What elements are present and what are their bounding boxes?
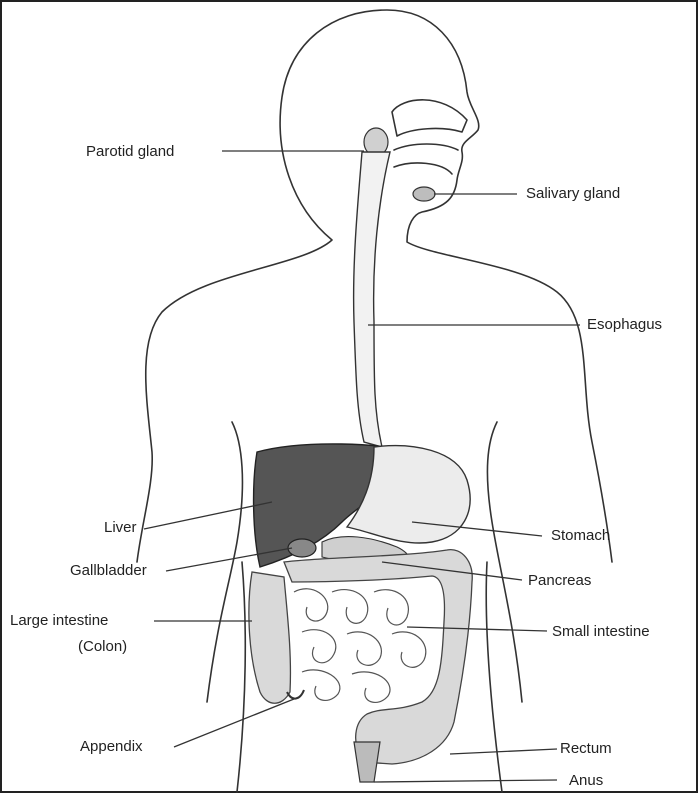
right-arm-inner (487, 422, 522, 702)
salivary-gland-shape (413, 187, 435, 201)
large-intestine-shape (249, 550, 472, 764)
label-appendix: Appendix (80, 738, 143, 756)
label-parotid-gland: Parotid gland (86, 143, 174, 161)
label-rectum: Rectum (560, 740, 612, 758)
gallbladder-shape (288, 539, 316, 557)
esophagus-tube (354, 152, 390, 447)
label-esophagus: Esophagus (587, 316, 662, 334)
label-pancreas: Pancreas (528, 572, 591, 590)
label-salivary-gland: Salivary gland (526, 185, 620, 203)
torso-left-lower (237, 562, 245, 792)
label-gallbladder: Gallbladder (70, 562, 147, 580)
nasal-cavity (392, 100, 467, 136)
label-liver: Liver (104, 519, 137, 537)
torso-right-lower (486, 562, 502, 792)
palate (394, 144, 458, 150)
label-small-intestine: Small intestine (552, 623, 650, 641)
small-intestine-coils (294, 589, 426, 703)
tongue (394, 163, 452, 174)
label-anus: Anus (569, 772, 603, 790)
rectum-shape (354, 742, 380, 782)
label-colon: (Colon) (78, 638, 127, 656)
label-stomach: Stomach (551, 527, 610, 545)
label-large-intestine: Large intestine (10, 612, 108, 630)
